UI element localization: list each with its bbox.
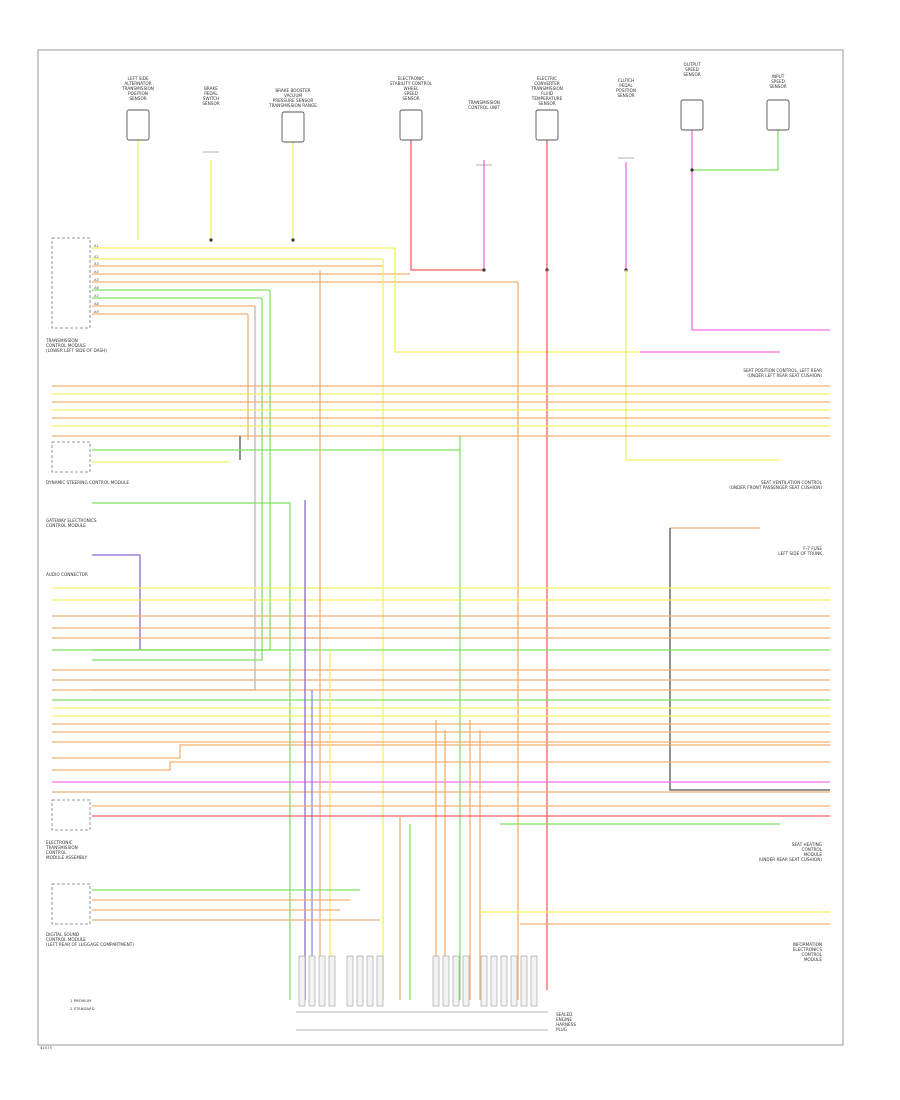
harness-pin [530, 955, 538, 1007]
sensor-body [766, 99, 790, 131]
harness-pin [318, 955, 326, 1007]
wire-pink [691, 130, 830, 331]
wire-orange [52, 744, 830, 759]
digital-sound-box [51, 883, 91, 925]
harness-pin [462, 955, 470, 1007]
footer-code: 41075 [40, 1045, 53, 1050]
legend-item: 2 STANDARD [70, 1006, 95, 1011]
wire-layer [52, 130, 830, 1000]
wire-green [92, 290, 271, 651]
harness-pin [500, 955, 508, 1007]
pin-number: A8 [94, 302, 99, 306]
splice-dot [482, 268, 486, 272]
diagram-frame [37, 49, 844, 1046]
harness-pin [366, 955, 374, 1007]
wire-yellow [625, 270, 780, 461]
sensor-body [680, 99, 704, 131]
wire-orange [52, 761, 830, 771]
pin-number: A5 [94, 278, 99, 282]
right-label: SEAT VENTILATION CONTROL(UNDER FRONT PAS… [729, 480, 822, 490]
sensor-body [126, 109, 150, 141]
left-label: DYNAMIC STEERING CONTROL MODULE [46, 480, 129, 485]
wire-green [692, 130, 779, 171]
wire-dark [669, 528, 830, 791]
harness-pin [510, 955, 518, 1007]
sensor-body [281, 111, 305, 143]
splice-dot [291, 238, 295, 242]
harness-pin [298, 955, 306, 1007]
steering-module-box [51, 441, 91, 473]
right-label: SEAT POSITION CONTROL, LEFT REAR(UNDER L… [743, 368, 822, 378]
harness-pin [452, 955, 460, 1007]
harness-pin [308, 955, 316, 1007]
wire-red [410, 140, 484, 271]
left-label: AUDIO CONNECTOR [46, 572, 88, 577]
wire-green [92, 502, 291, 1000]
pin-number: A6 [94, 286, 99, 290]
etcm-box [51, 799, 91, 831]
wire-green [92, 298, 263, 661]
wire-yellow [394, 248, 640, 353]
pin-number: A1 [94, 244, 99, 248]
splice-dot [690, 168, 694, 172]
wire-purple [92, 554, 141, 650]
pin-number: A7 [94, 294, 99, 298]
harness-pin [520, 955, 528, 1007]
component-layer [51, 99, 790, 1031]
pin-number: A9 [94, 310, 99, 314]
harness-pin [490, 955, 498, 1007]
harness-pin [346, 955, 354, 1007]
wire-gray [92, 306, 256, 691]
harness-pin [432, 955, 440, 1007]
sensor-body [535, 109, 559, 141]
harness-pin [480, 955, 488, 1007]
harness-pin [376, 955, 384, 1007]
pin-number: A4 [94, 270, 99, 274]
sensor-body [399, 109, 423, 141]
harness-pin [328, 955, 336, 1007]
tcm-module-box [51, 237, 91, 329]
harness-pin [442, 955, 450, 1007]
pin-number: A3 [94, 262, 99, 266]
legend-item: 1 PREMIUM [70, 998, 91, 1003]
splice-dot [209, 238, 213, 242]
harness-pin [356, 955, 364, 1007]
pin-number: A2 [94, 255, 99, 259]
